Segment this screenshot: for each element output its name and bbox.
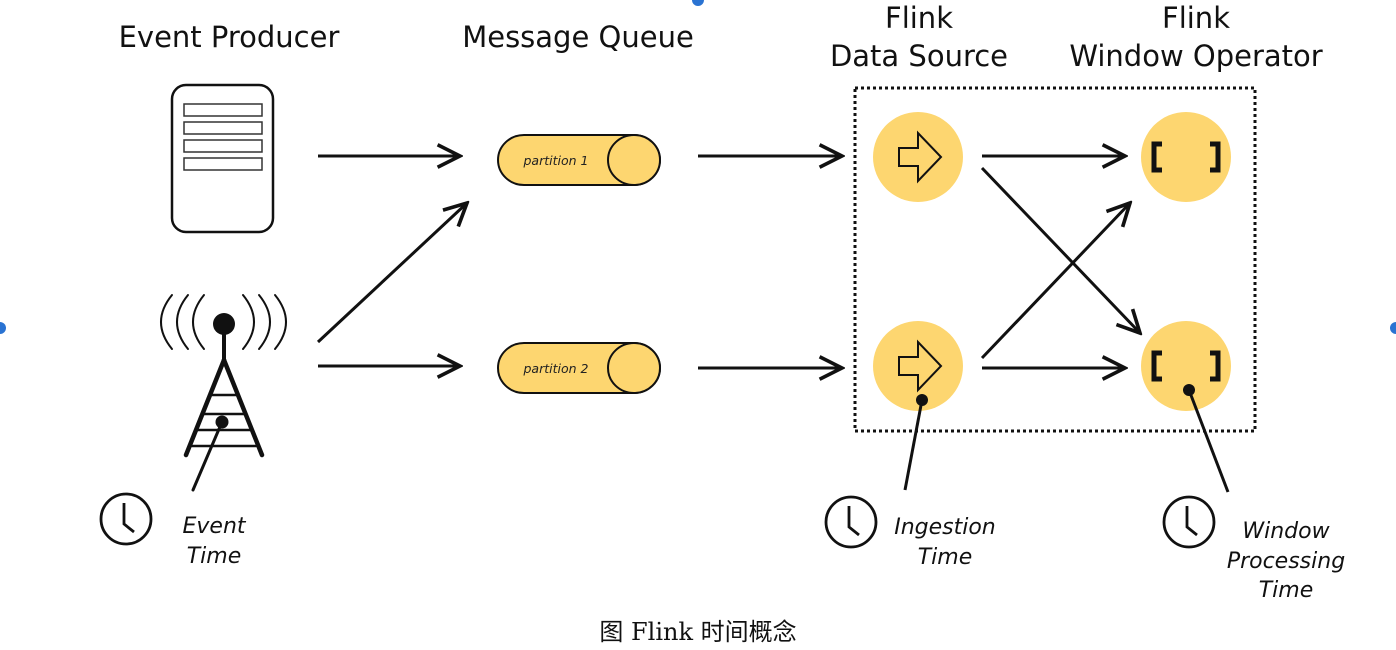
flink-job-boundary [853,86,1257,433]
bracket-icon [1151,141,1221,173]
arrow-tower-to-partition1 [316,203,467,344]
bracket-icon [1151,350,1221,382]
data-source-node-2 [873,321,963,491]
data-source-node-1 [873,112,963,202]
window-operator-node-1 [1141,112,1231,202]
ingestion-time-label-line1: Ingestion [894,515,996,540]
window-processing-time-label-line3: Time [1259,578,1314,603]
window-processing-time-clock-icon [1162,495,1216,549]
resize-handle-right[interactable] [1390,322,1396,334]
ingestion-time-label-line2: Time [918,545,973,570]
window-processing-time-label-line1: Window [1242,519,1330,544]
event-time-clock-icon [99,492,153,546]
arrow-source2-to-window1 [980,203,1130,360]
resize-handle-top[interactable] [692,0,704,6]
partition-2-cylinder: partition 2 [497,342,661,394]
header-data-source-line1: Flink [885,1,953,35]
resize-handle-left[interactable] [0,322,6,334]
figure-caption: 图 Flink 时间概念 [599,618,797,646]
partition-2-label: partition 2 [523,361,589,376]
arrow-right-icon [898,130,943,184]
header-data-source-line2: Data Source [830,39,1008,73]
antenna-tower-icon [160,294,287,492]
header-window-operator-line2: Window Operator [1069,39,1322,73]
window-operator-node-2 [1141,321,1231,493]
event-time-label-line2: Time [187,544,242,569]
partition-1-label: partition 1 [523,153,589,168]
arrow-source1-to-window2 [980,166,1140,333]
server-icon [170,83,275,234]
header-window-operator-line1: Flink [1162,1,1230,35]
window-processing-time-label-line2: Processing [1227,549,1345,574]
header-message-queue: Message Queue [462,20,694,54]
ingestion-time-clock-icon [824,495,878,549]
arrow-right-icon [898,339,943,393]
partition-1-cylinder: partition 1 [497,134,661,186]
header-event-producer: Event Producer [119,20,340,54]
event-time-label-line1: Event [182,514,246,539]
